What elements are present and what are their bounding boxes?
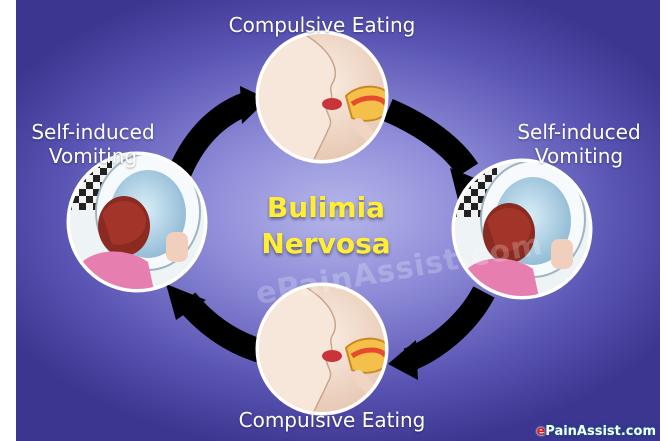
node-label-left: Self-induced Vomiting (18, 120, 168, 168)
center-title-line1: Bulimia (226, 190, 426, 226)
node-label-top: Compulsive Eating (201, 13, 443, 37)
node-label-right: Self-induced Vomiting (484, 120, 660, 168)
diagram-canvas: ePainAssist.com Compulsive Eating Self-i… (16, 0, 660, 441)
brand-rest: PainAssist.com (545, 424, 656, 439)
brand-prefix: e (536, 424, 545, 439)
node-label-right-line1: Self-induced (504, 120, 654, 144)
eating-illustration-top (256, 30, 392, 164)
brand-logo: ePainAssist.com (536, 424, 656, 439)
node-label-left-line1: Self-induced (18, 120, 168, 144)
vomiting-illustration-left (66, 150, 208, 300)
arrow-bottom-left (166, 284, 264, 352)
center-title: Bulimia Nervosa (226, 190, 426, 262)
node-label-left-line2: Vomiting (18, 144, 168, 168)
arrow-bottom-right (388, 292, 484, 380)
center-title-line2: Nervosa (226, 226, 426, 262)
node-label-bottom: Compulsive Eating (211, 408, 453, 432)
arrow-top-left (174, 86, 268, 188)
node-label-right-line2: Vomiting (504, 144, 654, 168)
